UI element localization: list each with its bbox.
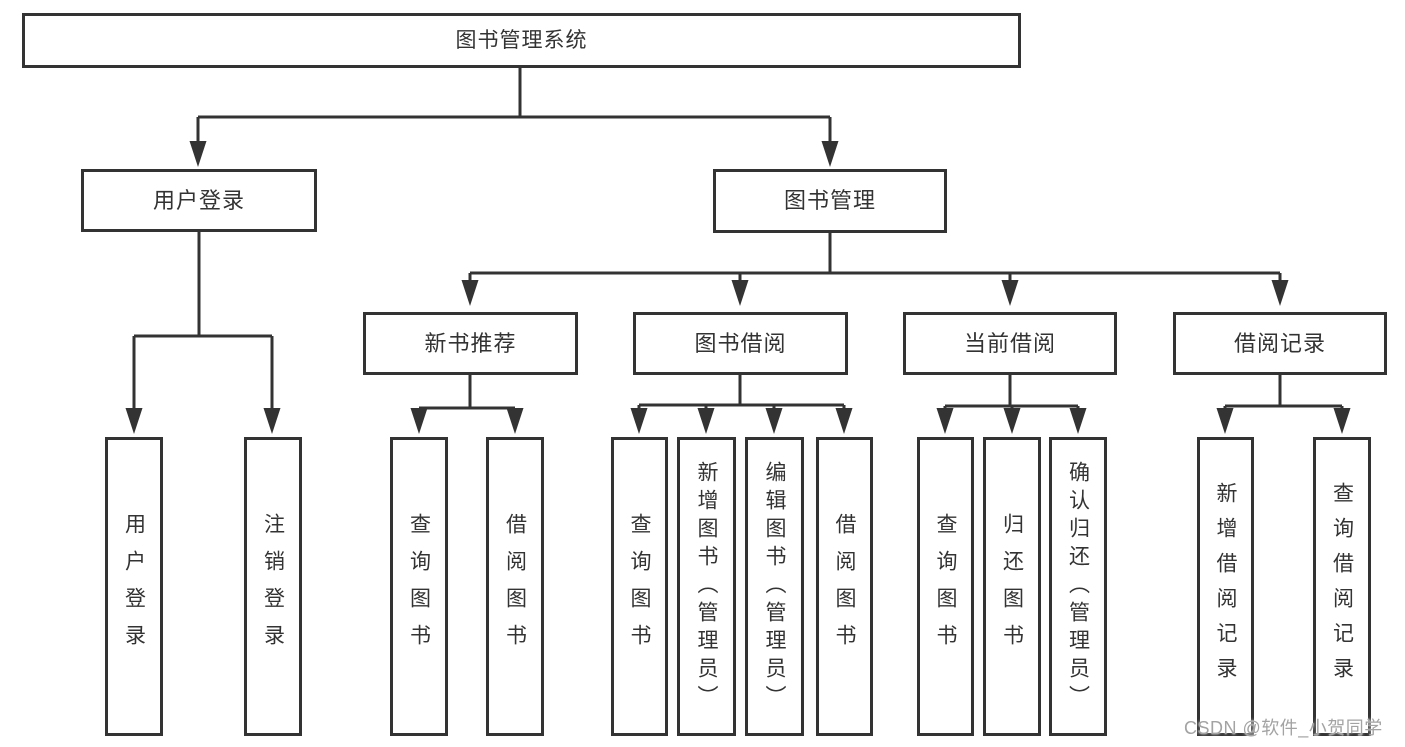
node-book-management: 图书管理 (713, 169, 947, 233)
leaf-recommend-borrow-books: 借阅图书 (486, 437, 544, 736)
arrow-down-icon (125, 408, 143, 434)
node-label: 新书推荐 (424, 330, 517, 356)
node-label: 图书借阅 (694, 330, 787, 356)
leaf-label: 新增借阅记录 (1214, 481, 1237, 692)
arrow-down-icon (1003, 408, 1021, 434)
leaf-borrowing-query-books: 查询图书 (611, 437, 668, 736)
leaf-label: 确认归还（管理员） (1066, 460, 1090, 713)
arrow-down-icon (765, 408, 783, 434)
node-borrowing-records: 借阅记录 (1173, 312, 1387, 375)
arrow-down-icon (506, 408, 524, 434)
node-label: 图书管理 (783, 188, 876, 213)
csdn-watermark: CSDN @软件_小贺同学 (1184, 718, 1383, 738)
node-label: 用户登录 (152, 187, 245, 213)
arrow-down-icon (1069, 408, 1087, 434)
node-user-login: 用户登录 (81, 169, 317, 232)
arrow-down-icon (697, 408, 715, 434)
node-label: 图书管理系统 (455, 29, 588, 52)
leaf-current-query-books: 查询图书 (917, 437, 974, 736)
arrow-down-icon (1001, 280, 1019, 306)
leaf-current-return-books: 归还图书 (983, 437, 1041, 736)
node-current-borrowing: 当前借阅 (903, 312, 1117, 375)
arrow-down-icon (263, 408, 281, 434)
arrow-down-icon (835, 408, 853, 434)
node-label: 当前借阅 (963, 330, 1056, 356)
arrow-down-icon (410, 408, 428, 434)
leaf-borrowing-edit-books-admin: 编辑图书（管理员） (745, 437, 804, 736)
node-library-management-system: 图书管理系统 (22, 13, 1021, 68)
leaf-borrowing-add-books-admin: 新增图书（管理员） (677, 437, 736, 736)
leaf-logout: 注销登录 (244, 437, 302, 736)
leaf-label: 归还图书 (1000, 512, 1024, 661)
leaf-label: 用户登录 (122, 512, 146, 661)
arrow-down-icon (630, 408, 648, 434)
arrow-down-icon (461, 280, 479, 306)
leaf-label: 查询借阅记录 (1330, 481, 1354, 692)
leaf-label: 借阅图书 (833, 512, 856, 661)
leaf-label: 新增图书（管理员） (695, 460, 718, 713)
leaf-label: 查询图书 (407, 512, 431, 661)
leaf-records-add-borrow-record: 新增借阅记录 (1197, 437, 1254, 736)
leaf-label: 查询图书 (628, 512, 651, 661)
leaf-label: 编辑图书（管理员） (763, 460, 786, 713)
leaf-borrowing-borrow-books: 借阅图书 (816, 437, 873, 736)
arrow-down-icon (821, 141, 839, 167)
leaf-label: 查询图书 (934, 512, 957, 661)
arrow-down-icon (1333, 408, 1351, 434)
arrow-down-icon (1216, 408, 1234, 434)
leaf-label: 注销登录 (261, 512, 285, 661)
arrow-down-icon (936, 408, 954, 434)
node-book-borrowing: 图书借阅 (633, 312, 848, 375)
node-new-book-recommendation: 新书推荐 (363, 312, 578, 375)
arrow-down-icon (189, 141, 207, 167)
leaf-records-query-borrow-record: 查询借阅记录 (1313, 437, 1371, 736)
leaf-label: 借阅图书 (503, 512, 527, 661)
arrow-down-icon (731, 280, 749, 306)
leaf-current-confirm-return-admin: 确认归还（管理员） (1049, 437, 1107, 736)
arrow-down-icon (1271, 280, 1289, 306)
leaf-user-login: 用户登录 (105, 437, 163, 736)
leaf-recommend-query-books: 查询图书 (390, 437, 448, 736)
node-label: 借阅记录 (1233, 330, 1326, 356)
